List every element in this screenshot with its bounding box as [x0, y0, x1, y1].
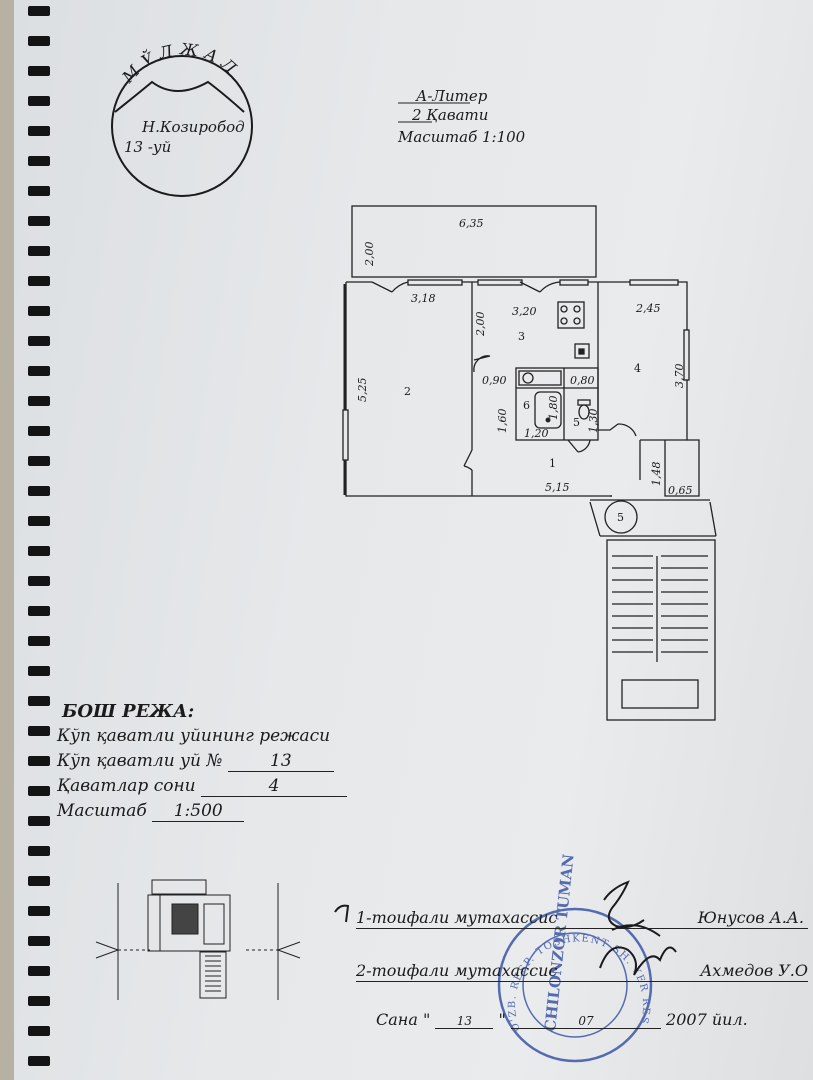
date-day: 13: [435, 1014, 494, 1029]
general-plan-heading: БОШ РЕЖА:: [62, 701, 195, 722]
plan-header: А-Литер 2 Қавати Масштаб 1:100: [397, 87, 526, 146]
date-year: 2007 йил.: [666, 1010, 748, 1029]
room-2-number: 2: [404, 385, 411, 398]
dim-room3-width: 3,20: [512, 305, 537, 318]
dim-room3-depth: 2,00: [474, 312, 487, 338]
dim-hall-width: 5,15: [545, 481, 570, 494]
site-plan-thumbnail: [95, 879, 301, 1000]
dim-hall-depth: 1,48: [650, 462, 663, 487]
date-row: Сана " 13 " 07 2007 йил.: [376, 1010, 748, 1029]
scale-label: Масштаб 1:100: [397, 128, 526, 146]
dim-niche-width: 0,65: [668, 484, 693, 497]
spiral-binding: [28, 0, 56, 1080]
site-scale-value: 1:500: [152, 801, 245, 822]
floors-label: Қаватлар сони: [57, 776, 196, 796]
svg-text:O'ZB. RESP. TOSHKENT SH. YER R: O'ZB. RESP. TOSHKENT SH. YER RESURSLARI …: [0, 0, 650, 1033]
dim-bath-height: 1,60: [496, 409, 509, 434]
dim-room2-width: 3,18: [411, 292, 436, 305]
specialist2-row: 2-тоифали мутахассис Ахмедов У.О: [356, 961, 808, 982]
specialist1-row: 1-тоифали мутахассис Юнусов А.А.: [356, 908, 808, 929]
dim-bath-width: 1,20: [524, 427, 549, 440]
dim-balcony-depth: 2,00: [363, 242, 376, 268]
date-label: Сана ": [376, 1010, 431, 1029]
stamp-house: 13 -уй: [124, 138, 171, 156]
dim-bath-length: 1,80: [547, 396, 560, 421]
house-number-label: Кўп қаватли уй №: [57, 751, 223, 771]
stamp-arc-text: МЎЛЖАЛ: [118, 39, 239, 87]
specialist1-name: Юнусов А.А.: [697, 908, 804, 927]
floor-label: 2 Қавати: [411, 106, 488, 124]
dim-closet-width: 0,90: [482, 374, 507, 387]
floors-value: 4: [201, 776, 347, 797]
date-month: 07: [510, 1014, 661, 1029]
scale-row: Масштаб 1:500: [57, 801, 245, 822]
general-plan-line1: Кўп қаватли уйининг режаси: [57, 726, 331, 746]
svg-text:МЎЛЖАЛ: МЎЛЖАЛ: [118, 39, 245, 87]
seal-ring-text: O'ZB. RESP. TOSHKENT SH. YER RESURSLARI …: [0, 0, 650, 1033]
official-seal: O'ZB. RESP. TOSHKENT SH. YER RESURSLARI …: [0, 0, 653, 1063]
dim-room4-height: 3,70: [673, 364, 686, 389]
date-closing-quote: ": [498, 1010, 506, 1029]
house-number-value: 13: [227, 751, 334, 772]
address-stamp: МЎЛЖАЛ Н.Козиробод 13 -уй: [111, 39, 253, 197]
dim-wc-height: 1,30: [587, 409, 600, 434]
room-4-number: 4: [634, 362, 641, 375]
dim-wc-width: 0,80: [570, 374, 595, 387]
stamp-street: Н.Козиробод: [141, 118, 245, 136]
plan-dimensions: 6,35 2,00 3,18 5,25 3,20 2,00 2,45 3,70 …: [356, 217, 693, 497]
room-6-number: 6: [523, 399, 530, 412]
floor-plan: [342, 205, 717, 721]
room-1-number: 1: [549, 457, 556, 470]
liter-label: А-Литер: [415, 87, 488, 105]
room-numbers: 1 2 3 4 5 5 6: [404, 330, 641, 524]
specialist2-name: Ахмедов У.О: [700, 961, 808, 980]
specialist1-label: 1-тоифали мутахассис: [356, 908, 558, 927]
room-5-wc-number: 5: [573, 416, 580, 429]
dim-room4-width: 2,45: [635, 302, 661, 315]
house-number-row: Кўп қаватли уй № 13: [57, 751, 334, 772]
room-5-stair-number: 5: [617, 511, 624, 524]
room-3-number: 3: [518, 330, 525, 343]
floors-row: Қаватлар сони 4: [57, 776, 347, 797]
dim-balcony-width: 6,35: [459, 217, 484, 230]
dim-room2-height: 5,25: [356, 378, 369, 403]
specialist2-label: 2-тоифали мутахассис: [356, 961, 558, 980]
site-scale-label: Масштаб: [57, 801, 147, 821]
